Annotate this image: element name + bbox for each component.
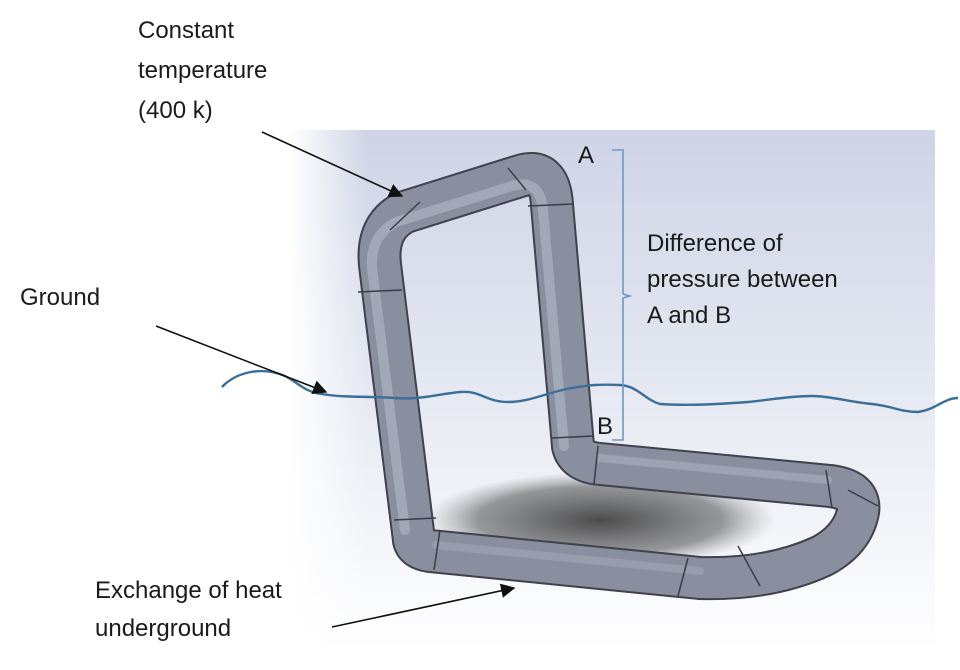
label-ground: Ground — [20, 284, 101, 311]
label-exchange-of-heat: Exchange of heat — [95, 577, 282, 604]
pipe-loop — [357, 152, 881, 601]
joint-base-left — [393, 517, 437, 521]
joint-top-left-upper — [389, 201, 421, 231]
label-underground: underground — [95, 615, 232, 642]
joint-base-front-right — [677, 557, 689, 597]
label-a-and-b: A and B — [647, 302, 732, 329]
label-temperature: temperature — [138, 57, 268, 84]
joint-base-right-corner — [847, 489, 879, 507]
joint-top-right-left — [507, 167, 527, 191]
label-point-b: B — [597, 413, 614, 440]
pipe-joints — [357, 167, 879, 597]
joint-top-right-lower — [527, 203, 574, 207]
joint-base-right-front — [737, 545, 761, 587]
pressure-bracket — [612, 149, 633, 441]
label-constant: Constant — [138, 17, 235, 44]
arrow-constant-temperature — [261, 131, 404, 198]
label-point-a: A — [578, 142, 595, 169]
label-400k: (400 k) — [138, 97, 213, 124]
arrow-ground — [155, 325, 328, 395]
arrow-exchange-heat — [331, 583, 516, 628]
label-difference-of: Difference of — [647, 230, 783, 257]
ground-line — [221, 369, 959, 414]
joint-top-left-lower — [357, 289, 403, 293]
label-pressure-between: pressure between — [647, 266, 838, 293]
joint-b-lower — [551, 435, 594, 439]
joint-base-right-back — [825, 469, 833, 509]
joint-base-left-front — [433, 529, 441, 571]
joint-b-right — [593, 445, 599, 485]
